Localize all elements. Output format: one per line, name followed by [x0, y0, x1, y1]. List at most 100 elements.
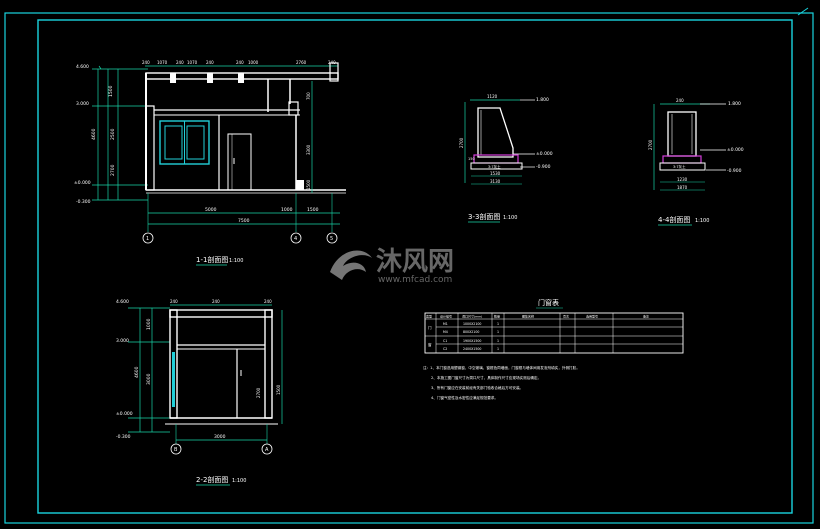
header-type: 类型	[426, 314, 432, 319]
section-4-4-scale: 1:100	[695, 218, 709, 224]
fill-note: 3:7灰土	[673, 164, 686, 169]
row-3-code: C1	[443, 339, 447, 343]
section-2-2-scale: 1:100	[232, 478, 246, 484]
right-dim-2: 3300	[306, 144, 311, 155]
left-dim-3: 3000	[146, 373, 152, 385]
top-dim: 240	[676, 98, 684, 103]
top-dim-7: 1000	[248, 60, 259, 65]
bottom-dim: 3000	[214, 434, 226, 440]
watermark-brand: 沐风网	[376, 247, 454, 277]
watermark-url: www.mfcad.com	[378, 275, 452, 285]
bottom-dim-1: 1230	[677, 177, 688, 182]
right-dim-1: 700	[306, 92, 311, 100]
header-remark: 备注	[643, 314, 649, 319]
top-dim-3: 240	[264, 299, 272, 304]
header-qty: 数量	[494, 314, 500, 319]
top-dim: 1120	[487, 94, 498, 99]
section-2-2-title: 2-2剖面图	[196, 475, 228, 484]
left-dim-1: 1500	[108, 85, 114, 97]
section-1-1: 4.600 3.000 ±0.000 -0.300 1500 4600 2500…	[74, 60, 346, 266]
section-1-1-scale: 1:100	[229, 258, 243, 264]
inner-frame	[37, 19, 793, 514]
header-page: 页次	[563, 314, 569, 319]
level-3000: 3.000	[116, 338, 129, 344]
top-dim-1: 240	[142, 60, 150, 65]
level-minus-900: -0.900	[727, 168, 742, 174]
header-size: 洞口尺寸(mm)	[462, 314, 482, 319]
note-2: 2、本施工图门窗尺寸为洞口尺寸，具体制作尺寸应现场实测后确定。	[431, 375, 541, 380]
fill-note: 3:7灰土	[488, 164, 501, 169]
header-code: 设计编号	[440, 314, 452, 319]
row-3-qty: 1	[497, 339, 499, 343]
note-4: 4、门窗气密性及水密性应满足规范要求。	[431, 395, 498, 400]
left-dim-3: 2500	[110, 128, 116, 140]
level-0: ±0.000	[74, 180, 91, 186]
section-4-4-title: 4-4剖面图	[658, 215, 690, 224]
right-dim-2: 1500	[276, 384, 281, 395]
top-dim-2: 240	[212, 299, 220, 304]
axis-1: 1	[146, 236, 149, 242]
level-4600: 4.600	[76, 64, 89, 70]
row-1-size: 1000X2100	[463, 322, 481, 326]
row-4-code: C2	[443, 347, 447, 351]
row-1-qty: 1	[497, 322, 499, 326]
height-dim: 2700	[459, 137, 464, 148]
axis-4: 4	[294, 236, 297, 242]
level-1800: 1.800	[536, 97, 549, 103]
left-dim-2: 4600	[134, 366, 140, 378]
level-1800: 1.800	[728, 101, 741, 107]
section-1-1-title: 1-1剖面图	[196, 255, 228, 264]
bottom-dim-1: 5000	[205, 207, 217, 213]
top-dim-3: 240	[176, 60, 184, 65]
bottom-dim-1: 1530	[490, 171, 501, 176]
top-dim-6: 240	[236, 60, 244, 65]
level-minus-900: -0.900	[536, 164, 551, 170]
axis-5: 5	[330, 236, 333, 242]
group-window: 窗	[428, 342, 432, 347]
schedule-title: 门窗表	[538, 298, 559, 307]
section-3-3: 1.800 1120 ±0.000 -0.900 2700 150 3:7灰土 …	[459, 94, 553, 223]
row-2-code: M4	[443, 330, 448, 334]
bottom-dim-3: 1500	[307, 207, 319, 213]
top-dim-4: 1070	[187, 60, 198, 65]
header-atlas: 图集名称	[522, 314, 534, 319]
height-dim: 2700	[648, 139, 653, 150]
note-3: 3、所有门窗应在安装前经有关部门验收合格后方可安装。	[431, 385, 523, 390]
top-dim-5: 240	[206, 60, 214, 65]
left-dim-2: 4600	[91, 128, 97, 140]
right-dim-3: 1500	[306, 179, 311, 190]
door-window-schedule: 门窗表 类型 设计编号 洞口尺寸(mm) 数量 图集名称 页次 选用型号 备注 …	[424, 298, 684, 354]
level-4600: 4.600	[116, 299, 129, 305]
top-dim-1: 240	[170, 299, 178, 304]
row-2-size: 800X2100	[463, 330, 479, 334]
watermark-logo-icon	[330, 250, 372, 280]
section-4-4: 1.800 240 ±0.000 -0.900 2700 3:7灰土 1230 …	[648, 98, 744, 226]
header-model: 选用型号	[586, 314, 598, 319]
row-4-qty: 1	[497, 347, 499, 351]
level-minus-300: -0.300	[116, 434, 131, 440]
bottom-dim-2: 1870	[677, 185, 688, 190]
note-1: 注：1、本门窗选用塑钢窗，中空玻璃，窗框色同墙面，门窗框与墙体间用发泡剂填实，外…	[423, 365, 580, 370]
left-dim-1: 1000	[146, 318, 152, 330]
section-3-3-title: 3-3剖面图	[468, 212, 500, 221]
small-dim: 150	[468, 157, 475, 161]
general-notes: 注：1、本门窗选用塑钢窗，中空玻璃，窗框色同墙面，门窗框与墙体间用发泡剂填实，外…	[423, 365, 580, 400]
level-0: ±0.000	[536, 151, 553, 157]
right-dim-1: 2700	[256, 387, 261, 398]
level-marks-1-1	[92, 65, 148, 201]
row-3-size: 1900X1500	[463, 339, 481, 343]
top-dim-8: 2760	[296, 60, 307, 65]
level-3000: 3.000	[76, 101, 89, 107]
group-door: 门	[428, 325, 432, 330]
level-0: ±0.000	[116, 411, 133, 417]
bottom-dim-2: 1000	[281, 207, 293, 213]
outer-frame	[4, 12, 814, 524]
door-m4	[227, 133, 252, 191]
top-dim-2: 1070	[157, 60, 168, 65]
row-4-size: 2400X1500	[463, 347, 481, 351]
frame-corner-tick	[797, 7, 809, 16]
axis-b: B	[174, 447, 178, 453]
section-2-2: 4.600 3.000 ±0.000 -0.300 1000 4600 3000…	[116, 299, 283, 486]
total-dim: 7500	[238, 218, 250, 224]
